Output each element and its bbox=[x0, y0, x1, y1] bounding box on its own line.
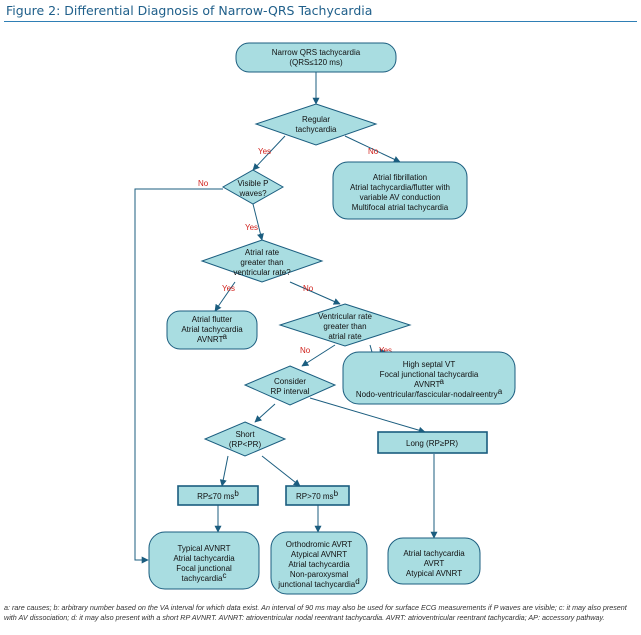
decision-consider-rp: Consider RP interval bbox=[243, 365, 337, 406]
decision-consider-line2: RP interval bbox=[271, 387, 310, 396]
node-rpgt70-line: RP>70 msb bbox=[296, 489, 339, 501]
label-yes-flutter: Yes bbox=[222, 284, 235, 293]
node-longresult-line3: Atypical AVNRT bbox=[406, 569, 462, 578]
node-narrow-qrs-line1: Narrow QRS tachycardia bbox=[272, 48, 361, 57]
node-ortho-line5-text: junctional tachycardia bbox=[277, 580, 355, 589]
edge-visiblep-atrialrate bbox=[252, 203, 264, 241]
decision-short-line2: (RP<PR) bbox=[229, 440, 262, 449]
figure-footnote: a: rare causes; b: arbitrary number base… bbox=[4, 603, 627, 622]
edge-short-rple70 bbox=[219, 455, 229, 487]
footnote-ref-a2: a bbox=[440, 377, 445, 386]
node-flutter-line1: Atrial flutter bbox=[192, 315, 233, 324]
node-atrial-flutter: Atrial flutter Atrial tachycardia AVNRTa bbox=[166, 310, 258, 350]
node-ortho-line1: Orthodromic AVRT bbox=[286, 540, 353, 549]
node-highseptal-line3-text: AVNRT bbox=[414, 380, 440, 389]
title-rule bbox=[4, 21, 637, 22]
decision-atrial-rate: Atrial rate greater than ventricular rat… bbox=[200, 239, 324, 283]
decision-ventrate-line2: greater than bbox=[323, 322, 366, 331]
node-rple70-text: RP≤70 ms bbox=[197, 492, 234, 501]
node-flutter-line3-text: AVNRT bbox=[197, 335, 223, 344]
node-ortho-line2: Atypical AVNRT bbox=[291, 550, 347, 559]
node-highseptal-line4: Nodo-ventricular/fascicular-nodalreentry… bbox=[356, 387, 503, 399]
decision-visible-p-waves: Visible P waves? bbox=[221, 169, 285, 205]
node-typical-line4: tachycardiac bbox=[182, 571, 227, 583]
decision-short-rp: Short (RP<PR) bbox=[203, 421, 287, 457]
footnote-ref-d: d bbox=[355, 577, 359, 586]
decision-short-line1: Short bbox=[235, 430, 255, 439]
decision-consider-line1: Consider bbox=[274, 377, 306, 386]
label-yes-highseptal: Yes bbox=[379, 346, 392, 355]
edge-short-rpgt70 bbox=[261, 455, 301, 487]
node-narrow-qrs: Narrow QRS tachycardia (QRS≤120 ms) bbox=[235, 42, 397, 73]
node-flutter-line3: AVNRTa bbox=[197, 332, 228, 344]
node-long-rp-result: Atrial tachycardia AVRT Atypical AVNRT bbox=[387, 537, 481, 585]
node-typical-line3: Focal junctional bbox=[176, 564, 232, 573]
footnote-ref-a1: a bbox=[223, 332, 228, 341]
decision-atrialrate-line1: Atrial rate bbox=[245, 248, 280, 257]
node-rp-le-70: RP≤70 msb bbox=[177, 485, 259, 506]
edge-consider-short bbox=[254, 403, 276, 423]
node-longresult-line1: Atrial tachycardia bbox=[403, 549, 465, 558]
edge-regular-irregular bbox=[344, 135, 401, 163]
footnote-ref-b1: b bbox=[234, 489, 239, 498]
decision-regular-line2: tachycardia bbox=[296, 125, 337, 134]
label-no-visiblep: No bbox=[198, 179, 209, 188]
node-orthodromic-avrt: Orthodromic AVRT Atypical AVNRT Atrial t… bbox=[270, 531, 368, 595]
edge-regular-visiblep bbox=[252, 135, 286, 171]
node-ortho-line3: Atrial tachycardia bbox=[288, 560, 350, 569]
decision-atrialrate-line2: greater than bbox=[240, 258, 283, 267]
decision-regular-tachycardia: Regular tachycardia bbox=[254, 103, 378, 146]
label-yes-visiblep: Yes bbox=[258, 147, 271, 156]
node-rpgt70-text: RP>70 ms bbox=[296, 492, 334, 501]
node-irregular-line3: variable AV conduction bbox=[360, 193, 441, 202]
node-long-text: Long (RP≥PR) bbox=[406, 439, 458, 448]
edge-ventrate-consider bbox=[301, 344, 336, 367]
footnote-ref-b2: b bbox=[334, 489, 339, 498]
label-no-ventrate: No bbox=[303, 284, 314, 293]
edge-consider-long bbox=[309, 397, 426, 434]
node-typical-avnrt: Typical AVNRT Atrial tachycardia Focal j… bbox=[148, 531, 260, 590]
flowchart: Yes No No Yes Yes No No Yes Narrow QRS t… bbox=[134, 42, 516, 595]
node-typical-line2: Atrial tachycardia bbox=[173, 554, 235, 563]
node-highseptal-line4-text: Nodo-ventricular/fascicular-nodalreentry bbox=[356, 390, 498, 399]
figure-title: Figure 2: Differential Diagnosis of Narr… bbox=[6, 3, 373, 18]
node-high-septal-vt: High septal VT Focal junctional tachycar… bbox=[342, 351, 516, 405]
node-irregular-line1: Atrial fibrillation bbox=[373, 173, 427, 182]
node-typical-line4-text: tachycardia bbox=[182, 574, 223, 583]
node-longresult-line2: AVRT bbox=[424, 559, 445, 568]
label-yes-atrialrate: Yes bbox=[245, 223, 258, 232]
node-rp-gt-70: RP>70 msb bbox=[285, 485, 350, 506]
label-no-consider: No bbox=[300, 346, 311, 355]
node-flutter-line2: Atrial tachycardia bbox=[181, 325, 243, 334]
node-rple70-line: RP≤70 msb bbox=[197, 489, 239, 501]
footnote-ref-a3: a bbox=[498, 387, 503, 396]
node-ortho-line4: Non-paroxysmal bbox=[290, 570, 348, 579]
node-long-rp: Long (RP≥PR) bbox=[377, 431, 488, 454]
decision-atrialrate-line3: ventricular rate? bbox=[233, 268, 291, 277]
decision-visiblep-line2: waves? bbox=[238, 189, 267, 198]
node-irregular-line4: Multifocal atrial tachycardia bbox=[352, 203, 449, 212]
decision-ventrate-line3: atrial rate bbox=[328, 332, 362, 341]
node-ortho-line5: junctional tachycardiad bbox=[277, 577, 359, 589]
edge-visiblep-no bbox=[134, 188, 223, 564]
node-irregular-line2: Atrial tachycardia/flutter with bbox=[350, 183, 450, 192]
decision-regular-line1: Regular bbox=[302, 115, 330, 124]
decision-ventricular-rate: Ventricular rate greater than atrial rat… bbox=[278, 303, 412, 347]
edge-atrialrate-ventrate bbox=[289, 281, 341, 305]
label-no-irregular: No bbox=[368, 147, 379, 156]
node-narrow-qrs-line2: (QRS≤120 ms) bbox=[289, 58, 343, 67]
footnote-ref-c: c bbox=[222, 571, 226, 580]
node-highseptal-line3: AVNRTa bbox=[414, 377, 445, 389]
decision-visiblep-line1: Visible P bbox=[238, 179, 269, 188]
node-irregular-causes: Atrial fibrillation Atrial tachycardia/f… bbox=[332, 161, 468, 220]
node-highseptal-line2: Focal junctional tachycardia bbox=[380, 370, 479, 379]
node-highseptal-line1: High septal VT bbox=[403, 360, 456, 369]
edge-atrialrate-flutter bbox=[214, 281, 236, 312]
decision-ventrate-line1: Ventricular rate bbox=[318, 312, 372, 321]
node-typical-line1: Typical AVNRT bbox=[177, 544, 230, 553]
